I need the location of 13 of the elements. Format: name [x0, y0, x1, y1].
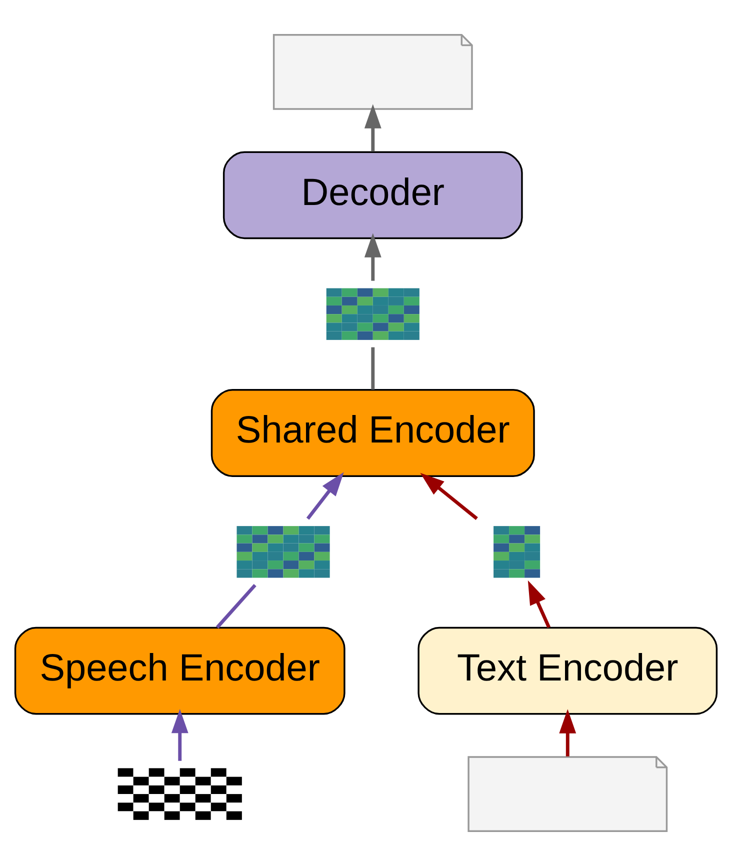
arrow	[559, 708, 576, 756]
arrow	[420, 472, 478, 520]
connector	[371, 346, 375, 390]
node-box: Text Encoder	[418, 626, 718, 714]
node-box: Shared Encoder	[210, 388, 535, 476]
node-box: Speech Encoder	[14, 626, 346, 714]
arrow	[171, 708, 188, 760]
arrow	[364, 104, 382, 152]
node-box: Decoder	[222, 150, 523, 239]
arrow	[528, 580, 551, 628]
connector	[216, 583, 256, 628]
arrow	[364, 232, 382, 280]
arrow	[306, 472, 344, 520]
